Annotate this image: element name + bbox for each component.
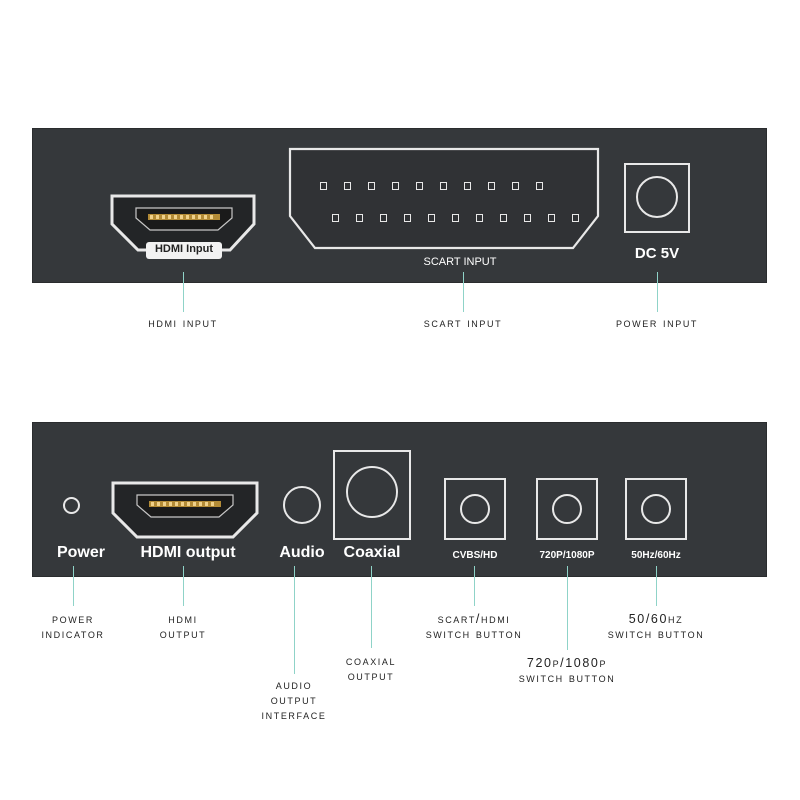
dc-jack-hole: [636, 176, 678, 218]
scart-pin: [332, 214, 339, 222]
scart-pin: [416, 182, 423, 190]
resolution-button-frame: [536, 478, 598, 540]
scart-pin: [548, 214, 555, 222]
callout-hdmi-output-line2: Output: [159, 627, 207, 641]
leader-power-input: [657, 272, 658, 312]
leader-audio-output: [294, 566, 295, 674]
callout-hz-switch-line2: Switch Button: [607, 627, 705, 641]
dc-power-jack: [624, 163, 690, 233]
scart-pin: [356, 214, 363, 222]
hdmi-output-port-label: HDMI output: [140, 544, 236, 561]
hz-label: 50Hz/60Hz: [631, 550, 681, 561]
coaxial-jack: [346, 466, 398, 518]
scart-pin: [536, 182, 543, 190]
callout-audio-output-line1: Audio: [275, 678, 313, 692]
callout-hdmi-input: HDMI Input: [148, 316, 218, 330]
scart-pin: [428, 214, 435, 222]
scart-pin: [512, 182, 519, 190]
scart-pin: [452, 214, 459, 222]
scart-pin: [476, 214, 483, 222]
callout-res-switch: 720P/1080P Switch Button: [492, 656, 642, 686]
hdmi-input-pins: [150, 215, 213, 219]
callout-hz-switch-line1: 50/60Hz: [628, 612, 684, 626]
scart-pin: [464, 182, 471, 190]
hdmi-input-port: [110, 194, 256, 252]
scart-pin: [572, 214, 579, 222]
callout-coaxial-output-line1: Coaxial: [345, 654, 397, 668]
callout-hdmi-output-line1: HDMI: [168, 612, 198, 626]
scart-pin: [488, 182, 495, 190]
callout-audio-output-line3: interface: [261, 708, 327, 722]
callout-scart-hdmi-switch-line1: Scart/HDMI: [437, 612, 511, 626]
callout-coaxial-output: Coaxial Output: [311, 654, 431, 684]
hdmi-input-tag: [146, 242, 222, 259]
hz-switch-button[interactable]: [641, 494, 671, 524]
callout-power-indicator-line2: Indicator: [41, 627, 105, 641]
leader-power-indicator: [73, 566, 74, 606]
hz-button-frame: [625, 478, 687, 540]
coaxial-port-label: Coaxial: [343, 544, 401, 561]
scart-pin: [392, 182, 399, 190]
scart-pin: [500, 214, 507, 222]
scart-input-port: [288, 147, 600, 250]
cvbs-hd-switch-button[interactable]: [460, 494, 490, 524]
scart-pin: [380, 214, 387, 222]
coaxial-port-frame: [333, 450, 411, 540]
power-indicator-led: [63, 497, 80, 514]
scart-pin: [368, 182, 375, 190]
cvbs-hd-label: CVBS/HD: [452, 550, 498, 561]
callout-hdmi-output: HDMI Output: [123, 612, 243, 642]
callout-hz-switch: 50/60Hz Switch Button: [581, 612, 731, 642]
callout-scart-input: Scart Input: [423, 316, 503, 330]
callout-scart-hdmi-switch-line2: Switch Button: [425, 627, 523, 641]
callout-res-switch-line1: 720P/1080P: [526, 656, 608, 670]
scart-pin: [404, 214, 411, 222]
scart-pin: [440, 182, 447, 190]
leader-hdmi-input: [183, 272, 184, 312]
scart-pin: [320, 182, 327, 190]
leader-res-switch: [567, 566, 568, 650]
scart-pin: [344, 182, 351, 190]
callout-coaxial-output-line2: Output: [347, 669, 395, 683]
callout-power-indicator: Power Indicator: [13, 612, 133, 642]
scart-port-label: SCART INPUT: [423, 256, 497, 268]
leader-scart-hdmi-switch: [474, 566, 475, 606]
callout-audio-output-line2: output: [270, 693, 318, 707]
hdmi-output-port: [111, 481, 259, 539]
hdmi-input-port-label: HDMI Input: [154, 243, 214, 255]
dc-port-label: DC 5V: [634, 245, 680, 262]
power-port-label: Power: [56, 544, 105, 561]
cvbs-hd-button-frame: [444, 478, 506, 540]
callout-audio-output: Audio output interface: [236, 678, 352, 723]
callout-scart-hdmi-switch: Scart/HDMI Switch Button: [399, 612, 549, 642]
callout-res-switch-line2: Switch Button: [518, 671, 616, 685]
resolution-label: 720P/1080P: [539, 550, 595, 561]
hdmi-output-pins: [151, 502, 214, 506]
resolution-switch-button[interactable]: [552, 494, 582, 524]
leader-hdmi-output: [183, 566, 184, 606]
audio-port-label: Audio: [279, 544, 325, 561]
leader-coaxial-output: [371, 566, 372, 648]
leader-hz-switch: [656, 566, 657, 606]
scart-pin: [524, 214, 531, 222]
leader-scart-input: [463, 272, 464, 312]
audio-jack: [283, 486, 321, 524]
callout-power-input: Power Input: [615, 316, 699, 330]
callout-power-indicator-line1: Power: [51, 612, 94, 626]
